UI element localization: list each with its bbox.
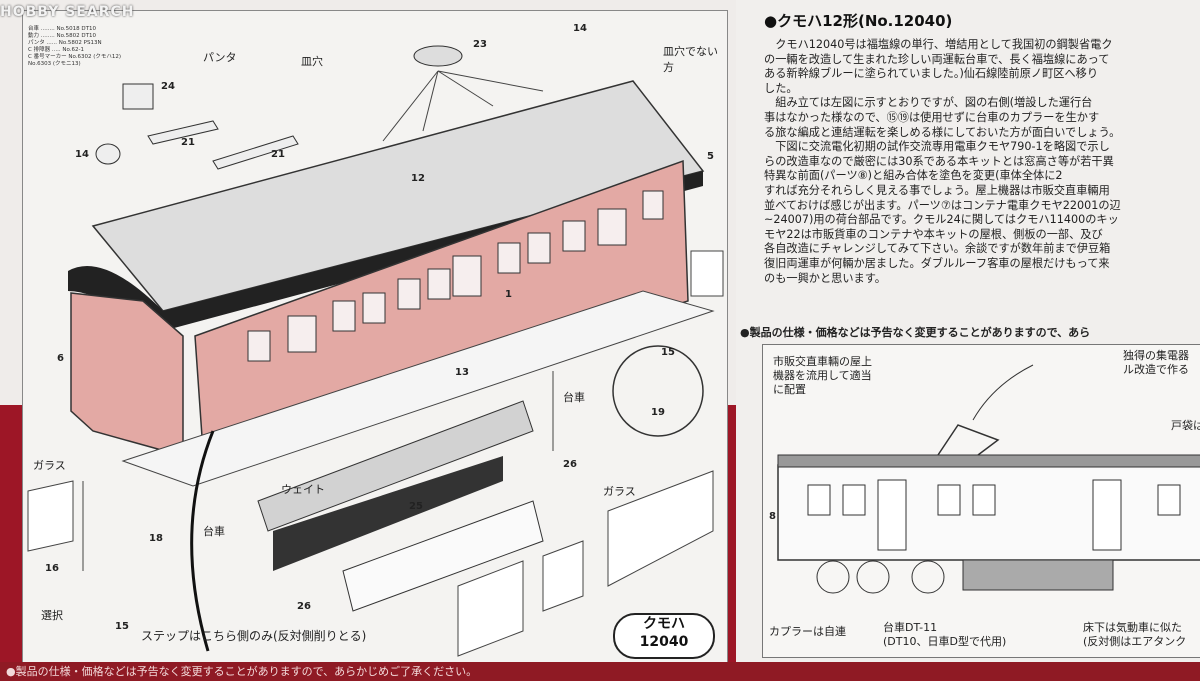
floor-plate <box>121 290 715 487</box>
article-line: らの改造車なので厳密には30系である本キットとは窓高さ等が若干異 <box>764 154 1114 168</box>
part-number-1b: 1 <box>505 289 512 300</box>
side-windows <box>247 190 664 362</box>
part-number-26a: 26 <box>563 459 577 470</box>
spec-line: No.6303 (クモニ13) <box>28 61 81 67</box>
article-line: 下図に交流電化初期の試作交流専用電車クモヤ790-1を略図で示し <box>764 140 1110 154</box>
part-number-18: 18 <box>149 533 163 544</box>
part-21-panta-base-a <box>147 120 219 145</box>
part-number-14b: 14 <box>75 149 89 160</box>
article-line: る旅な編成と連結運転を楽しめる様にしておいた方が面白いでしょう。 <box>764 125 1121 139</box>
car-windows <box>807 479 1181 551</box>
spec-line: C 番号マーカー No.6302 (クモハ12) <box>28 54 122 60</box>
glass-pane-center <box>457 560 524 657</box>
detail-callout-circle <box>612 345 704 437</box>
part-number-12: 12 <box>411 173 425 184</box>
step-note-leader <box>190 430 215 652</box>
bogie-wheel <box>911 560 945 594</box>
parts-spec-list: 台車 ........ No.5018 DT10 動力 ........ No.… <box>28 26 121 68</box>
bogie-frame <box>273 456 503 571</box>
weight-plate <box>257 400 534 532</box>
article-line: 各自改造にチャレンジしてみて下さい。余談ですが数年前まで伊豆箱 <box>764 242 1111 256</box>
label-panta: パンタ <box>203 51 237 64</box>
assembly-diagram <box>27 45 724 657</box>
label-underfloor: 床下は気動車に似た (反対側はエアタンク <box>1083 621 1187 648</box>
label-part-8: 8 <box>769 511 776 522</box>
label-glass-right: ガラス <box>603 485 636 498</box>
glass-pane-far-right <box>690 250 724 297</box>
arrow-to-roof <box>972 364 1034 421</box>
part-21-panta-base-b <box>212 135 299 170</box>
part-14-cap <box>95 143 121 165</box>
part-number-6: 6 <box>57 353 64 364</box>
bogie-wheel <box>816 560 850 594</box>
glass-pane-left <box>27 480 74 552</box>
label-step-note: ステップはこちら側のみ(反対側削りとる) <box>141 629 367 643</box>
part-24-body <box>122 83 154 110</box>
label-roof-equipment: 市販交直車輛の屋上 機器を流用して適当 に配置 <box>773 355 872 396</box>
site-logo: HOBBY SEARCH <box>0 4 135 20</box>
model-number-badge: クモハ 12040 <box>613 613 715 659</box>
part-number-14a: 14 <box>573 23 587 34</box>
article-line: クモハ12040号は福塩線の単行、増結用として我国初の鋼製省電ク <box>764 38 1113 51</box>
article-line: の一輛を改造して生まれた珍しい両運転台車で、長く福塩線にあって <box>764 52 1110 66</box>
spec-change-notice: ●製品の仕様・価格などは予告なく変更することがありますので、あら <box>740 326 1091 339</box>
label-weight: ウェイト <box>281 483 325 496</box>
part-number-26b: 26 <box>297 601 311 612</box>
article-line: ある新幹線ブルーに塗られていました。)仙石線陸前原ノ町区へ移り <box>764 67 1099 81</box>
glass-pane-right <box>607 470 714 587</box>
underfloor-equipment <box>342 500 544 612</box>
badge-line-2: 12040 <box>639 634 689 650</box>
article-line: 事はなかった様なので、⑮⑲は使用せずに台車のカプラーを生かす <box>764 110 1100 124</box>
part-number-15a: 15 <box>661 347 675 358</box>
spec-line: 動力 ........ No.5802 DT10 <box>28 33 96 39</box>
part-number-21b: 21 <box>271 149 285 160</box>
article-line: モヤ22は市販貨車のコンテナや本キットの屋根、側板の一部、及び <box>764 227 1103 241</box>
kumoya-side-drawing <box>777 364 1200 594</box>
spec-line: C 排障器 ..... No.62-1 <box>28 47 84 53</box>
label-select: 選択 <box>41 609 63 622</box>
article-line: 並べておけば感じが出ます。パーツ⑦はコンテナ電車クモヤ22001の辺 <box>764 198 1121 212</box>
label-coupler: カプラーは自連 <box>769 625 846 638</box>
label-bogie-left: 台車 <box>203 525 225 538</box>
part-number-16: 16 <box>45 563 59 574</box>
label-bogie-dt11: 台車DT-11 (DT10、日車D型で代用) <box>883 621 1007 648</box>
label-bogie-mid: 台車 <box>563 391 585 404</box>
article-line: すれば充分それらしく見える事でしょう。屋上機器は市販交直車輛用 <box>764 183 1110 197</box>
article-line: ~24007)用の荷台部品です。クモル24に関してはクモハ11400のキッ <box>764 213 1119 227</box>
spec-line: パンタ ...... No.5802 PS13N <box>28 40 102 46</box>
part-number-24: 24 <box>161 81 175 92</box>
article-line: のも一興かと思います。 <box>764 271 886 285</box>
part-number-15b: 15 <box>115 621 129 632</box>
part-number-13: 13 <box>455 367 469 378</box>
part-number-23: 23 <box>473 39 487 50</box>
kumoya-diagram-box: 市販交直車輛の屋上 機器を流用して適当 に配置 独得の集電器 ル改造で作る 戸袋… <box>762 344 1200 658</box>
assembly-diagram-panel: パンタ 皿穴 皿穴でない方 ガラス ガラス ウェイト 台車 台車 選択 ステップ… <box>22 10 728 664</box>
badge-line-1: クモハ <box>643 616 685 632</box>
article-line: 特異な前面(パーツ⑧)と組み合体を塗色を変更(車体全体に2 <box>764 169 1063 183</box>
leader-lines <box>82 70 554 571</box>
part-number-25: 25 <box>409 501 423 512</box>
article-line: 復旧両運車が何輛か居ました。ダブルルーフ客車の屋根だけもって来 <box>764 256 1110 270</box>
article-body: クモハ12040号は福塩線の単行、増結用として我国初の鋼製省電ク の一輛を改造し… <box>764 38 1200 286</box>
label-tobukuro: 戸袋は <box>1171 419 1200 432</box>
label-glass-left: ガラス <box>33 459 66 472</box>
label-sarana: 皿穴 <box>301 55 323 68</box>
footer-disclaimer: ●製品の仕様・価格などは予告なく変更することがありますので、あらかじめご了承くだ… <box>0 662 1200 681</box>
bogie-wheel <box>856 560 890 594</box>
pantograph <box>937 424 1000 456</box>
label-not-sarana: 皿穴でない方 <box>663 45 718 74</box>
article-title: ●クモハ12形(No.12040) <box>764 12 953 30</box>
roof-line <box>777 454 1200 468</box>
spec-line: 台車 ........ No.5018 DT10 <box>28 26 96 32</box>
part-number-5: 5 <box>707 151 714 162</box>
underfloor-box <box>962 559 1114 591</box>
part-number-19: 19 <box>651 407 665 418</box>
article-line: した。 <box>764 81 798 95</box>
glass-pane-small <box>542 540 584 612</box>
label-collector: 独得の集電器 ル改造で作る <box>1123 349 1189 376</box>
article-line: 組み立ては左図に示すとおりですが、図の右側(増設した運行台 <box>764 96 1093 110</box>
part-23-vent <box>413 45 463 67</box>
part-number-1a: 1 <box>353 261 360 272</box>
part-number-21a: 21 <box>181 137 195 148</box>
